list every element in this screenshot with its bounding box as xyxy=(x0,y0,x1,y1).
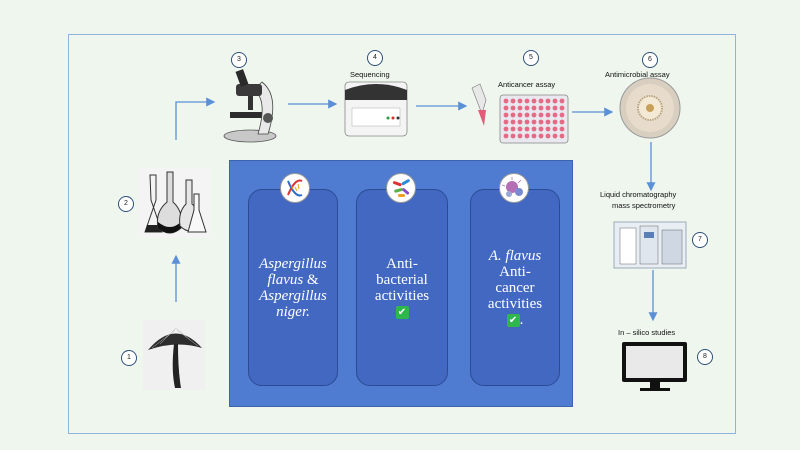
step-number-1: 1 xyxy=(121,350,137,366)
card-species-line2: flavus xyxy=(267,271,304,288)
card-antibacterial-line2: bacterial xyxy=(376,271,428,288)
label-lcms-line1: Liquid chromatography xyxy=(600,190,677,199)
card-species-line5: niger. xyxy=(276,303,310,320)
bacteria-icon xyxy=(386,173,416,203)
step-number-3: 3 xyxy=(231,52,247,68)
card-anticancer-suffix: . xyxy=(519,311,524,328)
dna-icon xyxy=(280,173,310,203)
step-number-4: 4 xyxy=(367,50,383,66)
step-number-2: 2 xyxy=(118,196,134,212)
card-anticancer: A. flavus Anti- cancer activities ✔. xyxy=(470,189,560,386)
check-mark-icon: ✔ xyxy=(395,305,409,319)
card-anticancer-line3: cancer xyxy=(495,279,535,296)
label-anticancer-assay: Anticancer assay xyxy=(498,80,556,89)
step-number-5: 5 xyxy=(523,50,539,66)
label-lcms-line2: mass spectrometry xyxy=(612,201,676,210)
cancer-cell-icon xyxy=(499,173,529,203)
card-species-line1: Aspergillus xyxy=(259,255,327,272)
step-number-6: 6 xyxy=(642,52,658,68)
card-species: Aspergillus flavus & Aspergillus niger. xyxy=(248,189,338,386)
step-number-7: 7 xyxy=(692,232,708,248)
card-anticancer-line1: A. flavus xyxy=(488,247,542,264)
card-species-line4: Aspergillus xyxy=(259,287,327,304)
label-sequencing: Sequencing xyxy=(350,70,390,79)
card-antibacterial-line3: activities xyxy=(374,287,430,304)
card-anticancer-line2: Anti- xyxy=(499,263,531,280)
label-in-silico: In – silico studies xyxy=(618,328,676,337)
results-panel: Aspergillus flavus & Aspergillus niger. … xyxy=(229,160,573,407)
label-antimicrobial-assay: Antimicrobial assay xyxy=(605,70,670,79)
card-species-line3: & xyxy=(306,271,319,288)
check-mark-icon: ✔ xyxy=(506,313,520,327)
card-anticancer-line4: activities xyxy=(487,295,543,312)
card-antibacterial-line1: Anti- xyxy=(386,255,418,272)
step-number-8: 8 xyxy=(697,349,713,365)
card-antibacterial: Anti- bacterial activities ✔ xyxy=(356,189,448,386)
